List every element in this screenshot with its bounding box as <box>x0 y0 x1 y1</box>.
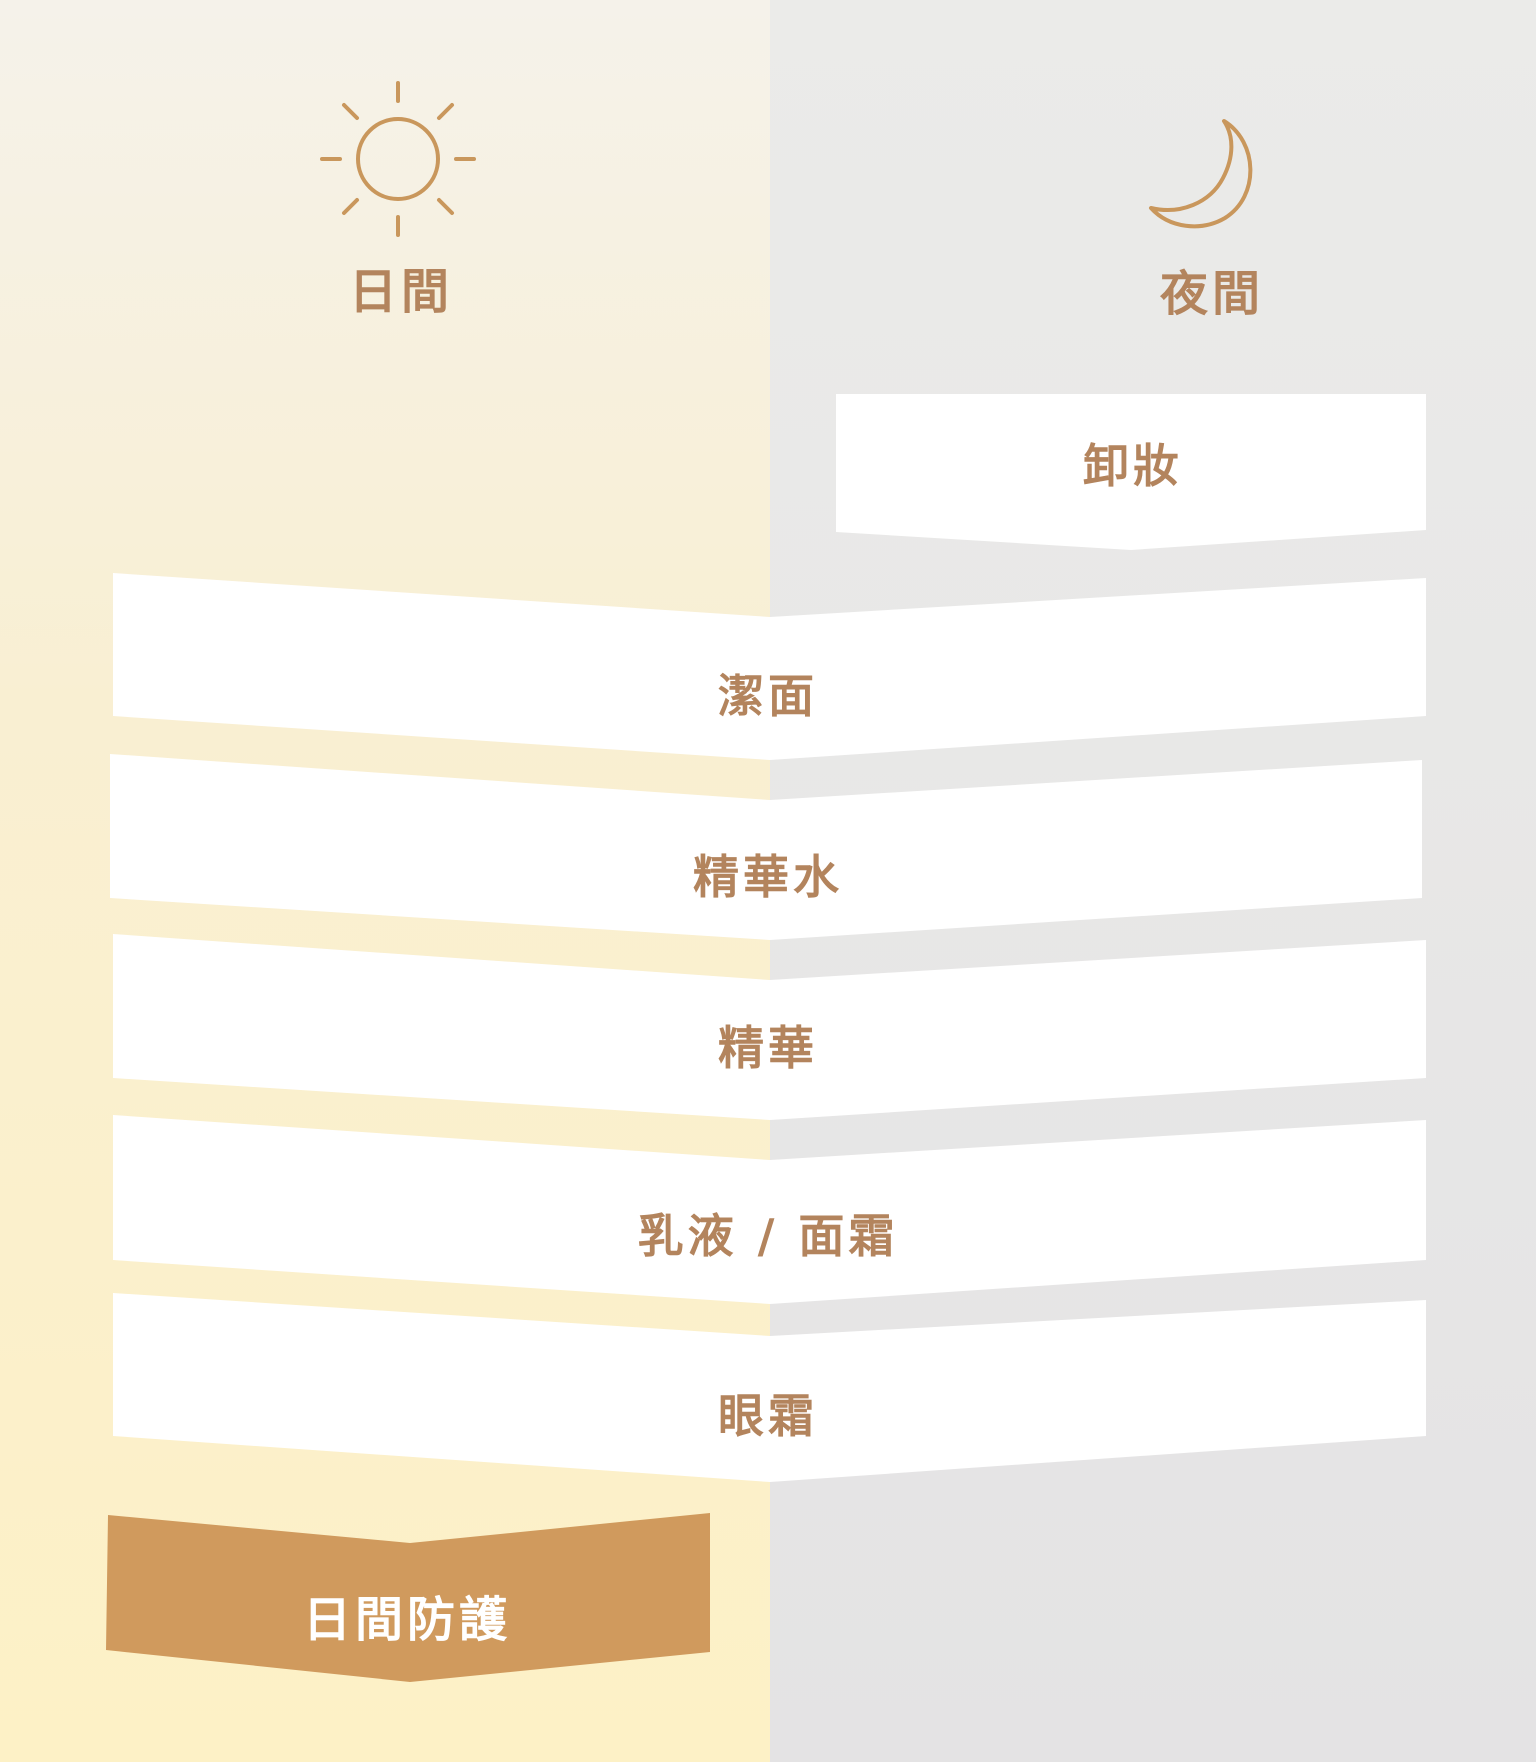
step-band-day-protection <box>106 1513 710 1682</box>
step-label-makeup-removal: 卸妝 <box>1083 439 1183 493</box>
step-band-toner <box>110 754 1422 940</box>
step-label-eye-cream: 眼霜 <box>718 1389 818 1443</box>
day-label: 日間 <box>348 264 454 320</box>
step-label-serum: 精華 <box>718 1021 818 1075</box>
step-band-eye-cream <box>113 1293 1426 1482</box>
step-band-lotion-cream <box>113 1115 1426 1304</box>
step-label-lotion-cream: 乳液 / 面霜 <box>637 1209 899 1263</box>
step-label-day-protection: 日間防護 <box>302 1592 512 1648</box>
step-band-cleansing <box>113 573 1426 760</box>
step-band-makeup-removal <box>836 394 1426 550</box>
step-label-toner: 精華水 <box>693 850 843 904</box>
night-label: 夜間 <box>1159 266 1265 322</box>
step-label-cleansing: 潔面 <box>718 669 818 723</box>
step-band-serum <box>113 934 1426 1120</box>
moon-icon <box>1149 119 1253 229</box>
sun-icon <box>320 81 476 237</box>
